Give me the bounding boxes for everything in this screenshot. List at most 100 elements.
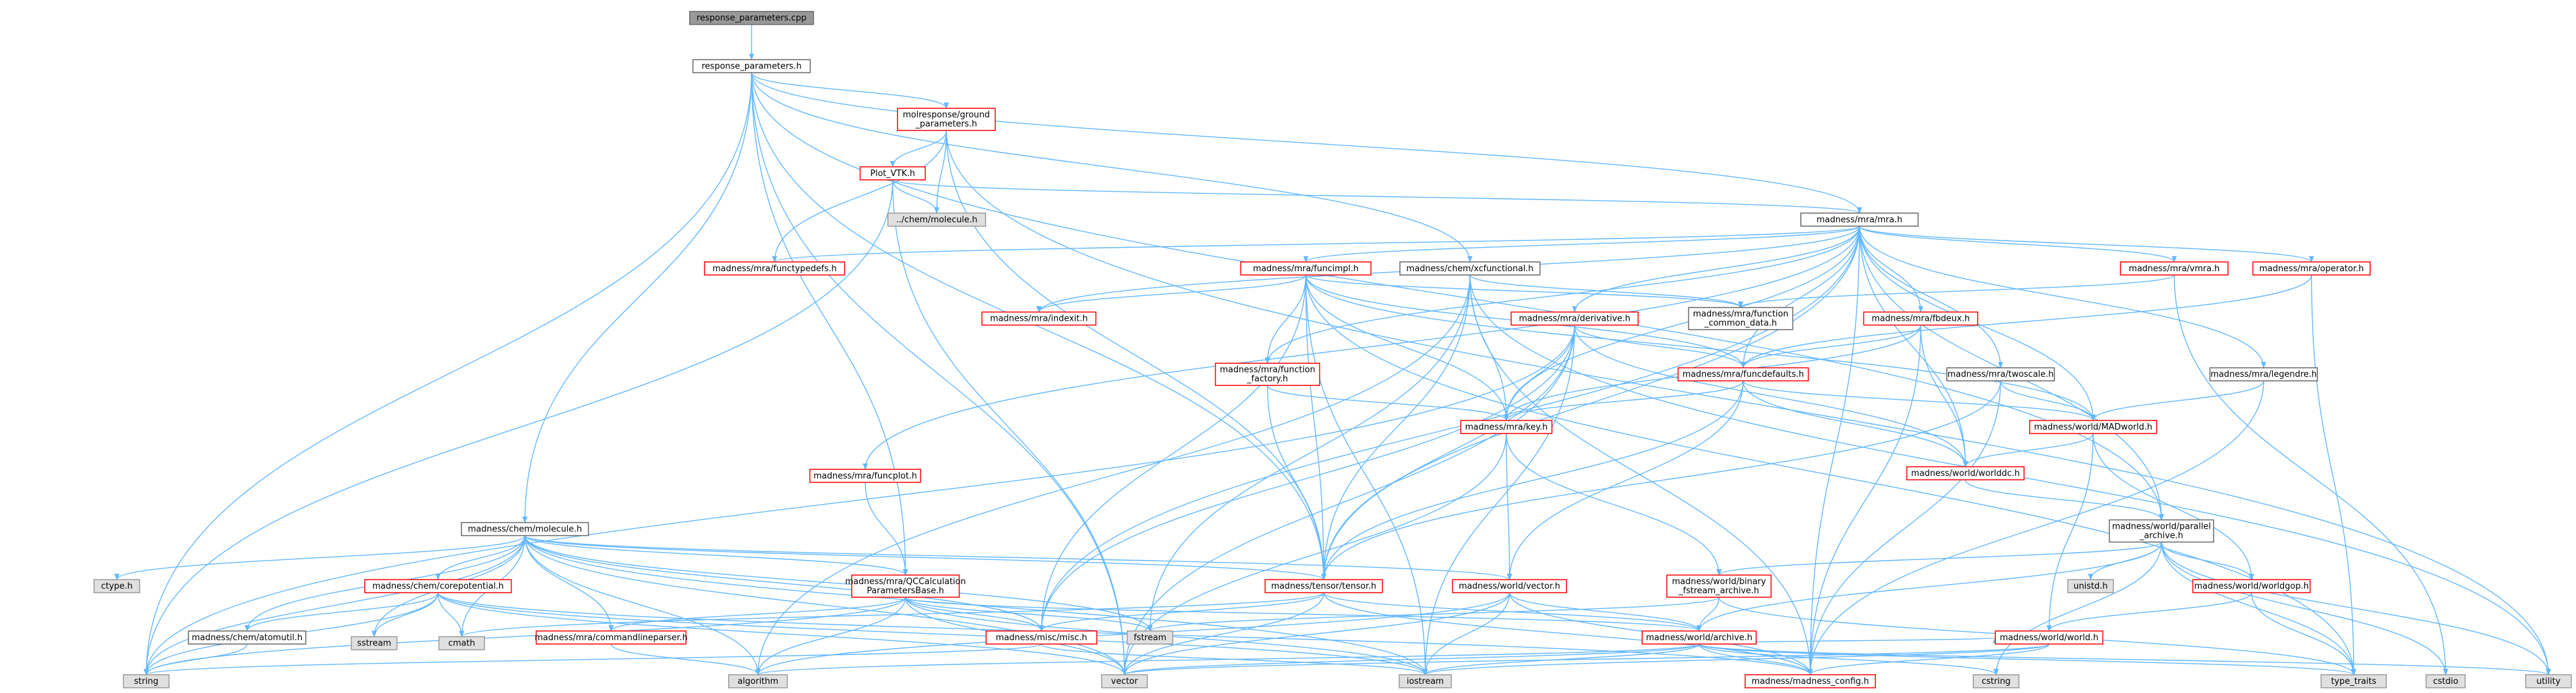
node-legendre[interactable]: madness/mra/legendre.h xyxy=(2209,367,2318,381)
edge-qccalc-to-algorithm xyxy=(755,597,906,675)
node-label: madness/mra/function xyxy=(1220,365,1315,375)
node-box xyxy=(851,574,960,598)
edge-archive-to-utility xyxy=(1699,643,2551,675)
edge-func_factory-to-key xyxy=(1266,385,1509,421)
node-mra-h[interactable]: madness/mra/mra.h xyxy=(1800,213,1919,227)
edge-mra_h-to-mconfig xyxy=(1808,226,1860,675)
node-label: madness/mra/QCCalculation xyxy=(845,577,966,587)
node-algorithm: algorithm xyxy=(728,674,788,688)
node-funcimpl[interactable]: madness/mra/funcimpl.h xyxy=(1240,261,1372,276)
node-cstdio: cstdio xyxy=(2425,674,2466,688)
edge-fbdeux-to-worlddc xyxy=(1920,325,1969,467)
node-label: madness/world/worlddc.h xyxy=(1911,469,2020,479)
node-box xyxy=(1972,674,2020,688)
node-label: madness/chem/corepotential.h xyxy=(372,582,504,591)
node-tensor[interactable]: madness/tensor/tensor.h xyxy=(1265,579,1383,593)
node-corepot[interactable]: madness/chem/corepotential.h xyxy=(364,579,512,593)
node-derivative[interactable]: madness/mra/derivative.h xyxy=(1510,311,1639,326)
node-worldgop[interactable]: madness/world/worldgop.h xyxy=(2192,579,2311,593)
edge-funcimpl-to-madworld xyxy=(1305,274,2096,421)
node-indexit[interactable]: madness/mra/indexit.h xyxy=(981,311,1097,326)
node-wvector[interactable]: madness/world/vector.h xyxy=(1452,579,1568,593)
edge-funcplot-to-qccalc xyxy=(864,482,909,576)
edge-mra_h-to-func_factory xyxy=(1265,226,1860,364)
node-funcplot[interactable]: madness/mra/funcplot.h xyxy=(809,469,922,483)
edge-funcimpl-to-misc xyxy=(1038,274,1307,632)
node-binfstream[interactable]: madness/world/binary_fstream_archive.h xyxy=(1666,574,1772,598)
edge-twoscale-to-mconfig xyxy=(1808,381,2001,675)
edge-mra_h-to-operator xyxy=(1858,226,2315,263)
node-atomutil[interactable]: madness/chem/atomutil.h xyxy=(188,630,306,645)
node-chemmol-rel: ../chem/molecule.h xyxy=(887,213,986,227)
node-unistd: unistd.h xyxy=(2067,579,2115,593)
edge-parallel-to-utility xyxy=(2161,542,2551,675)
node-fbdeux[interactable]: madness/mra/fbdeux.h xyxy=(1863,311,1978,326)
node-box xyxy=(438,636,485,651)
node-archive[interactable]: madness/world/archive.h xyxy=(1641,630,1757,645)
node-box xyxy=(689,10,814,25)
node-vmra[interactable]: madness/mra/vmra.h xyxy=(2120,261,2229,276)
edge-mra_h-to-legendre xyxy=(1858,226,2266,369)
node-root[interactable]: response_parameters.cpp xyxy=(689,10,814,25)
node-ctype: ctype.h xyxy=(93,579,140,593)
edge-key-to-binfstream xyxy=(1506,433,1722,576)
edge-misc-to-string xyxy=(143,643,1042,675)
edge-qccalc-to-fstream xyxy=(905,597,1153,632)
edge-mra_h-to-tensor xyxy=(1321,226,1860,581)
edge-fbdeux-to-funcdefaults xyxy=(1740,325,1922,369)
node-label: _fstream_archive.h xyxy=(1678,586,1759,596)
node-worlddc[interactable]: madness/world/worlddc.h xyxy=(1906,466,2025,480)
node-box xyxy=(1452,579,1568,593)
node-mconfig[interactable]: madness/madness_config.h xyxy=(1744,674,1876,688)
node-label: response_parameters.cpp xyxy=(697,14,807,23)
edge-madworld-to-worldgop xyxy=(2092,433,2255,581)
node-box xyxy=(1995,630,2103,645)
node-plotvtk[interactable]: Plot_VTK.h xyxy=(859,166,926,181)
node-box xyxy=(2209,367,2318,381)
node-twoscale[interactable]: madness/mra/twoscale.h xyxy=(1946,367,2055,381)
node-rp-h[interactable]: response_parameters.h xyxy=(692,59,811,74)
node-label: fstream xyxy=(1134,633,1166,643)
node-label: madness/misc/misc.h xyxy=(996,633,1087,643)
node-operator[interactable]: madness/mra/operator.h xyxy=(2252,261,2371,276)
node-box xyxy=(2525,674,2572,688)
node-box xyxy=(981,311,1097,326)
node-world[interactable]: madness/world/world.h xyxy=(1995,630,2103,645)
node-box xyxy=(1677,367,1809,381)
node-label: ParametersBase.h xyxy=(867,586,944,596)
node-misc[interactable]: madness/misc/misc.h xyxy=(986,630,1098,645)
node-box xyxy=(728,674,788,688)
edge-parallel-to-worldgop xyxy=(2161,542,2255,581)
edge-corepot-to-iostream xyxy=(437,592,1428,675)
edge-worldgop-to-world xyxy=(2046,592,2252,632)
node-box xyxy=(2320,674,2387,688)
edge-atomutil-to-string xyxy=(143,643,248,675)
edge-operator-to-type_traits xyxy=(2311,274,2356,675)
node-xcfunctional[interactable]: madness/chem/xcfunctional.h xyxy=(1399,261,1541,276)
edge-chem_molecule-to-tensor xyxy=(524,535,1326,581)
node-chem-molecule[interactable]: madness/chem/molecule.h xyxy=(461,522,589,537)
edge-funcimpl-to-iostream xyxy=(1305,274,1428,675)
node-label: utility xyxy=(2536,677,2560,686)
node-parallel[interactable]: madness/world/parallel_archive.h xyxy=(2109,519,2214,543)
node-box xyxy=(1510,311,1639,326)
edge-mra_h-to-fbdeux xyxy=(1858,226,1924,313)
node-cmdparser[interactable]: madness/mra/commandlineparser.h xyxy=(534,630,688,645)
node-molresp[interactable]: molresponse/ground_parameters.h xyxy=(897,108,996,131)
node-funcdefaults[interactable]: madness/mra/funcdefaults.h xyxy=(1677,367,1809,381)
node-box xyxy=(351,636,398,651)
node-func-common[interactable]: madness/mra/function_common_data.h xyxy=(1688,306,1794,331)
edge-tensor-to-mconfig xyxy=(1323,593,1813,675)
node-box xyxy=(461,522,589,537)
node-label: ../chem/molecule.h xyxy=(896,215,978,225)
node-label: madness/world/vector.h xyxy=(1459,582,1560,591)
node-madworld[interactable]: madness/world/MADworld.h xyxy=(2029,420,2158,434)
node-box xyxy=(897,108,996,131)
edge-corepot-to-cmath xyxy=(437,593,465,638)
node-key[interactable]: madness/mra/key.h xyxy=(1460,420,1553,434)
node-qccalc[interactable]: madness/mra/QCCalculationParametersBase.… xyxy=(845,574,966,598)
edge-parallel-to-binfstream xyxy=(1716,541,2162,576)
node-functypedefs[interactable]: madness/mra/functypedefs.h xyxy=(704,261,845,276)
node-func-factory[interactable]: madness/mra/function_factory.h xyxy=(1214,362,1321,386)
edge-plotvtk-to-mra_h xyxy=(892,179,1862,214)
